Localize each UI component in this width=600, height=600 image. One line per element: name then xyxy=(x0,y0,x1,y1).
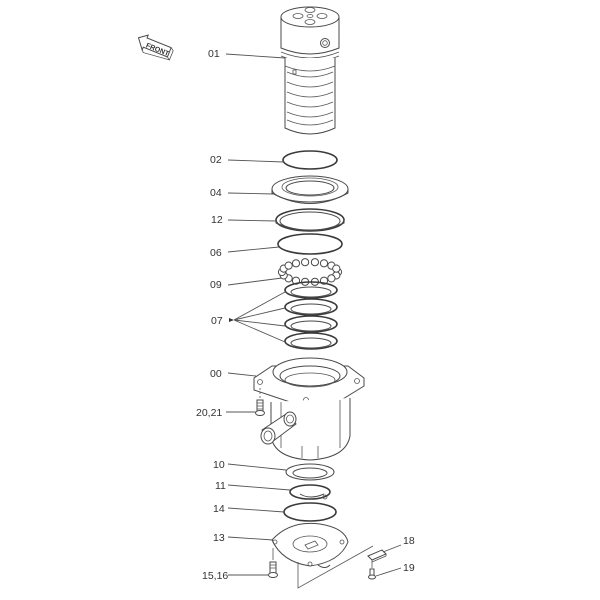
part-01-spool xyxy=(280,6,340,135)
callout-15-16: 15,16 xyxy=(202,570,228,582)
callout-labels: 01 02 04 12 06 09 07 00 20,21 10 11 14 1… xyxy=(196,48,415,582)
part-02-o-ring xyxy=(282,150,338,170)
part-19-screw xyxy=(368,562,376,580)
front-arrow-icon: FRONT xyxy=(137,34,174,61)
part-14-o-ring xyxy=(283,502,337,522)
callout-07: 07 xyxy=(211,315,223,327)
callout-00: 00 xyxy=(210,368,222,380)
front-label: FRONT xyxy=(145,42,171,58)
callout-11: 11 xyxy=(215,480,226,492)
part-04-thrust-washer xyxy=(271,175,349,204)
leader-lines xyxy=(225,53,402,577)
callout-06: 06 xyxy=(210,247,222,259)
callout-14: 14 xyxy=(213,503,225,515)
part-07-arrow-head xyxy=(229,318,234,322)
part-13-cover-plate xyxy=(271,522,349,568)
part-18-lock-plate xyxy=(367,549,387,563)
callout-10: 10 xyxy=(213,459,225,471)
part-15-16-bolt xyxy=(268,548,278,578)
callout-04: 04 xyxy=(210,187,222,199)
callout-12: 12 xyxy=(211,214,223,226)
part-12-seal-ring xyxy=(275,208,345,232)
callout-13: 13 xyxy=(213,532,225,544)
part-11-snap-ring xyxy=(289,484,331,500)
part-06-o-ring xyxy=(277,233,343,255)
callout-18: 18 xyxy=(403,535,415,547)
callout-02: 02 xyxy=(210,154,222,166)
callout-01: 01 xyxy=(208,48,220,60)
callout-20-21: 20,21 xyxy=(196,407,222,419)
callout-19: 19 xyxy=(403,562,415,574)
callout-09: 09 xyxy=(210,279,222,291)
part-07-seal-rings xyxy=(284,281,338,350)
part-09-ball-bearing xyxy=(277,258,343,286)
part-00-housing xyxy=(253,357,365,461)
part-10-spacer-ring xyxy=(285,463,335,481)
part-20-21-bolt xyxy=(255,388,265,416)
assembly-path-line xyxy=(297,545,374,589)
